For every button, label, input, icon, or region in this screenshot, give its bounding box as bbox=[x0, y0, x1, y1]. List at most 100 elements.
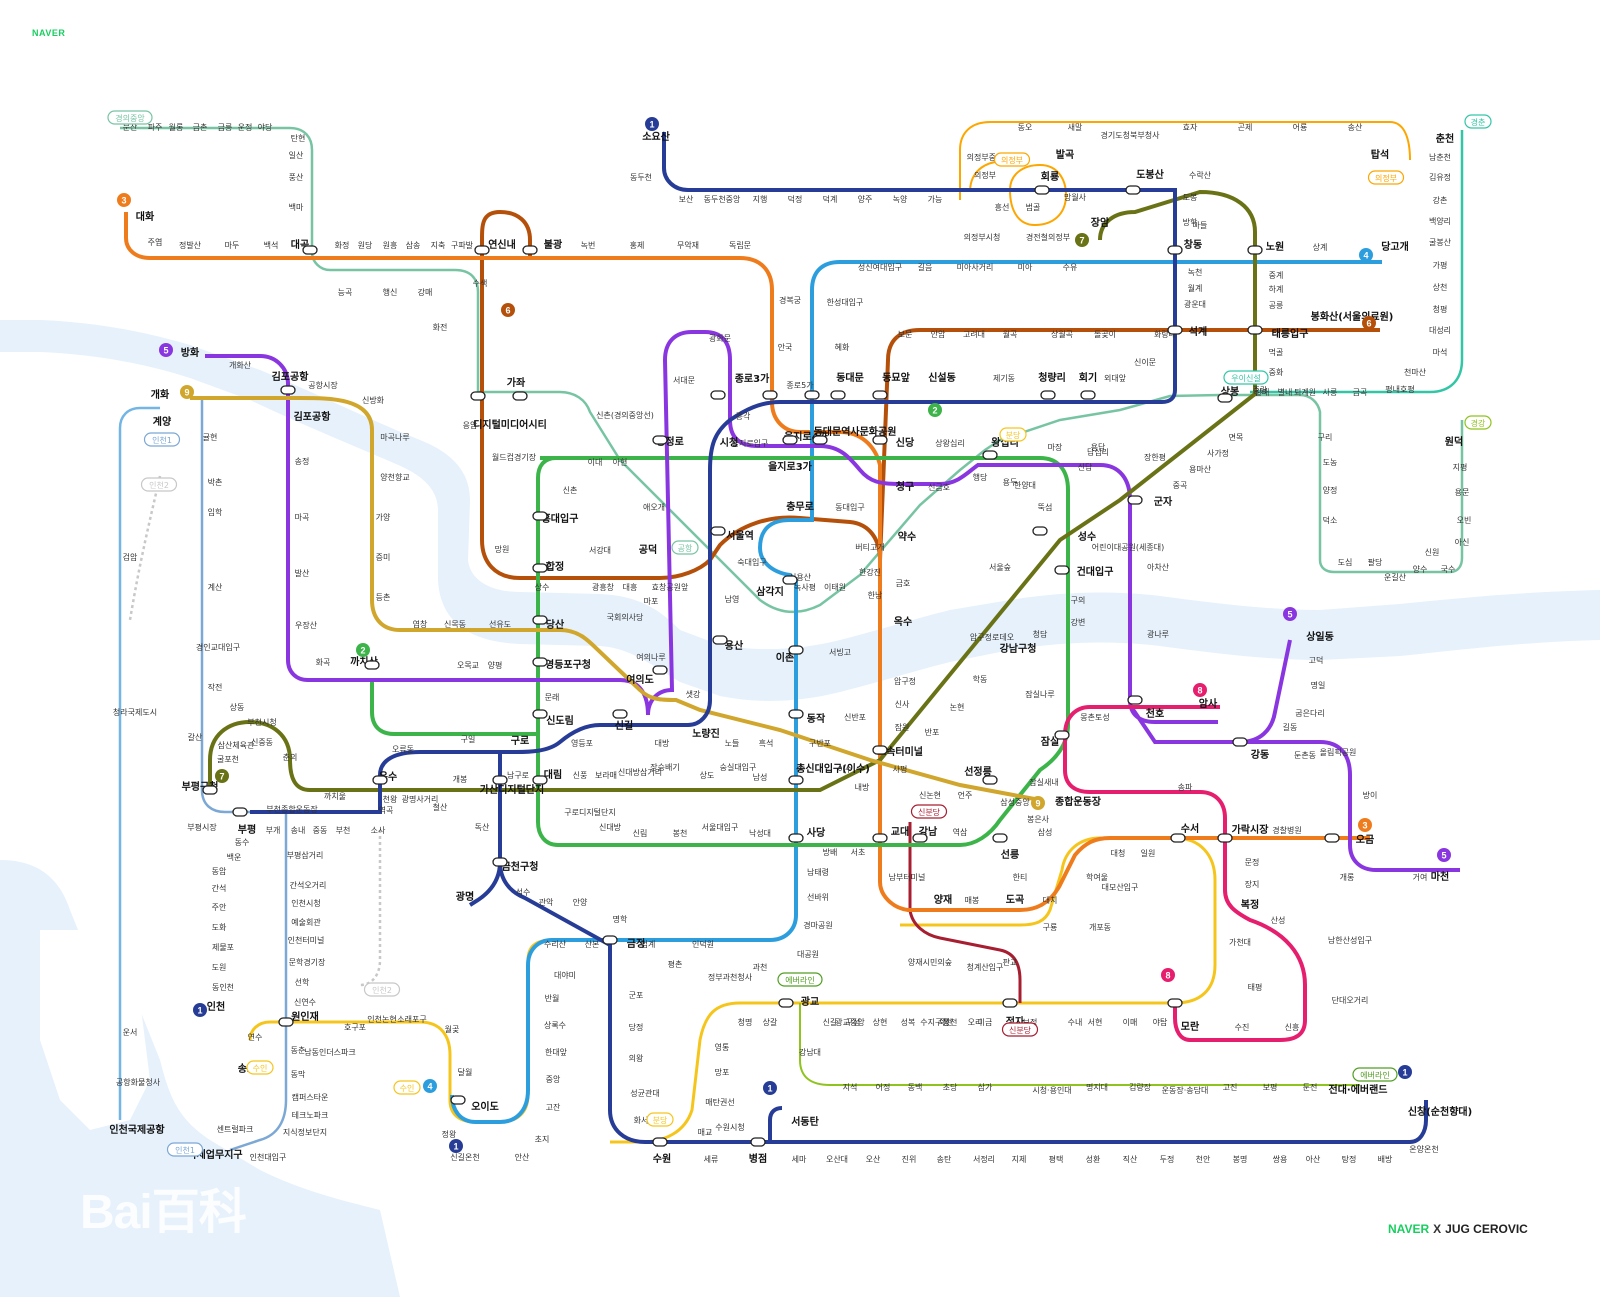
station-label-bangbae[interactable]: 방배 bbox=[823, 847, 838, 857]
station-label-omokgyo[interactable]: 오목교 bbox=[457, 661, 479, 670]
station-label-handae[interactable]: 한대앞 bbox=[545, 1047, 568, 1057]
station-label-munhak[interactable]: 문학경기장 bbox=[289, 957, 326, 967]
station-label-gongdeok[interactable]: 공덕 bbox=[639, 543, 657, 556]
station-label-guseong[interactable]: 구성 bbox=[846, 1018, 861, 1027]
station-label-sanseong[interactable]: 산성 bbox=[1271, 915, 1286, 925]
station-label-jungnang[interactable]: 중랑 bbox=[1253, 385, 1268, 395]
transfer-station-marker[interactable] bbox=[532, 615, 548, 625]
station-label-madeul[interactable]: 마들 bbox=[1193, 221, 1208, 230]
station-label-bupyeong-samgeori[interactable]: 부평삼거리 bbox=[287, 850, 324, 860]
station-label-onyang[interactable]: 온양온천 bbox=[1409, 1144, 1438, 1154]
station-label-yeouido[interactable]: 여의도 bbox=[626, 673, 654, 686]
station-label-nakseongdae[interactable]: 낙성대 bbox=[749, 828, 771, 838]
station-label-taepyeong[interactable]: 태평 bbox=[1248, 982, 1263, 992]
station-label-wolgot[interactable]: 월곶 bbox=[445, 1024, 460, 1034]
station-label-beomgol[interactable]: 범골 bbox=[1026, 202, 1041, 212]
station-label-isu[interactable]: 이수 bbox=[838, 764, 853, 774]
station-label-baengma[interactable]: 백마 bbox=[289, 202, 304, 212]
station-label-airport-cargo[interactable]: 공항화물청사 bbox=[116, 1078, 161, 1087]
transfer-station-marker[interactable] bbox=[1054, 565, 1070, 575]
station-label-seodaemun[interactable]: 서대문 bbox=[673, 376, 695, 385]
station-label-geoyeo[interactable]: 거여 bbox=[1413, 872, 1428, 882]
station-label-hwaseo[interactable]: 화서 bbox=[634, 1116, 649, 1125]
station-label-konkuk[interactable]: 건대입구 bbox=[1077, 565, 1114, 578]
transfer-station-marker[interactable] bbox=[872, 745, 888, 755]
station-label-seoulnatuniv[interactable]: 서울대입구 bbox=[702, 823, 739, 832]
station-label-jinwi[interactable]: 진위 bbox=[902, 1154, 917, 1164]
station-label-gimyujeong[interactable]: 김유정 bbox=[1429, 172, 1451, 182]
station-label-sarung[interactable]: 사릉 bbox=[1323, 388, 1338, 397]
station-label-olympic[interactable]: 올림픽공원 bbox=[1320, 747, 1357, 757]
station-label-guryong[interactable]: 구룡 bbox=[1043, 923, 1058, 932]
station-label-beomgye[interactable]: 범계 bbox=[641, 939, 656, 949]
station-label-jangji[interactable]: 장지 bbox=[1245, 879, 1260, 889]
station-label-yangsu[interactable]: 양수 bbox=[1413, 565, 1428, 574]
station-label-wollong[interactable]: 월롱 bbox=[169, 122, 184, 132]
station-label-express-bus[interactable]: 고속터미널 bbox=[877, 745, 923, 758]
station-label-ttukseom[interactable]: 뚝섬 bbox=[1038, 502, 1053, 512]
station-label-chongshin[interactable]: 총신대입구(이수) bbox=[796, 762, 870, 775]
station-label-mullae[interactable]: 문래 bbox=[545, 693, 560, 702]
station-label-wolgye[interactable]: 월계 bbox=[1188, 283, 1203, 293]
station-label-yongmasan[interactable]: 용마산 bbox=[1189, 464, 1212, 474]
station-label-campus-town[interactable]: 캠퍼스타운 bbox=[292, 1092, 329, 1102]
station-label-mangpo[interactable]: 망포 bbox=[715, 1067, 730, 1077]
station-label-wolgok[interactable]: 월곡 bbox=[1003, 329, 1018, 339]
station-label-dobongsan[interactable]: 도봉산 bbox=[1136, 168, 1164, 181]
station-label-seonjeongneung[interactable]: 선정릉 bbox=[964, 765, 992, 778]
station-label-unseo[interactable]: 운서 bbox=[123, 1028, 138, 1037]
station-label-madu[interactable]: 마두 bbox=[225, 241, 240, 250]
station-label-gojan[interactable]: 고잔 bbox=[546, 1102, 561, 1112]
station-label-saetgang[interactable]: 샛강 bbox=[686, 689, 701, 699]
station-label-donong[interactable]: 도농 bbox=[1323, 458, 1338, 467]
station-label-ilsan[interactable]: 일산 bbox=[289, 150, 304, 160]
station-label-sindaebang[interactable]: 신대방 bbox=[599, 822, 622, 832]
transfer-station-marker[interactable] bbox=[232, 807, 248, 817]
transfer-station-marker[interactable] bbox=[710, 526, 726, 536]
transfer-station-marker[interactable] bbox=[830, 390, 846, 400]
station-label-banpo[interactable]: 반포 bbox=[925, 728, 940, 737]
station-label-sinbanghwa[interactable]: 신방화 bbox=[362, 395, 385, 405]
station-label-yeonsinnae[interactable]: 연신내 bbox=[488, 238, 516, 251]
transfer-station-marker[interactable] bbox=[474, 245, 490, 255]
station-label-central-park[interactable]: 센트럴파크 bbox=[217, 1124, 254, 1134]
station-label-bugae[interactable]: 부개 bbox=[266, 825, 281, 835]
transfer-station-marker[interactable] bbox=[912, 833, 928, 843]
station-label-unjeong[interactable]: 운정 bbox=[238, 122, 253, 132]
station-label-sindaebang3[interactable]: 신대방삼거리 bbox=[618, 767, 662, 777]
station-label-ganeung[interactable]: 가능 bbox=[928, 195, 943, 204]
station-label-jiseok[interactable]: 지석 bbox=[843, 1082, 858, 1092]
station-label-sapyeong[interactable]: 사평 bbox=[893, 764, 908, 774]
station-label-oido[interactable]: 오이도 bbox=[471, 1100, 499, 1113]
transfer-station-marker[interactable] bbox=[1170, 833, 1186, 843]
station-label-incheon-terminal[interactable]: 인천터미널 bbox=[288, 935, 325, 945]
station-label-suji[interactable]: 수지구청 bbox=[920, 1018, 949, 1027]
station-label-geumneung[interactable]: 금릉 bbox=[218, 123, 233, 132]
transfer-station-marker[interactable] bbox=[470, 391, 486, 401]
station-label-munsan[interactable]: 문산 bbox=[123, 122, 138, 132]
station-label-technopark[interactable]: 테크노파크 bbox=[292, 1111, 329, 1120]
station-label-tanhyeon[interactable]: 탄현 bbox=[291, 133, 306, 143]
transfer-station-marker[interactable] bbox=[532, 775, 548, 785]
station-label-oryu[interactable]: 오류동 bbox=[392, 745, 414, 754]
station-label-seohyeon[interactable]: 서현 bbox=[1088, 1018, 1103, 1027]
transfer-station-marker[interactable] bbox=[202, 785, 218, 795]
station-label-sinsa[interactable]: 신사 bbox=[895, 700, 910, 709]
station-label-samseong-jungang[interactable]: 삼성중앙 bbox=[1000, 797, 1030, 807]
station-label-bomun[interactable]: 보문 bbox=[898, 330, 913, 339]
station-label-apgujeong-rodeo[interactable]: 압구정로데오 bbox=[970, 632, 1014, 642]
transfer-station-marker[interactable] bbox=[1040, 390, 1056, 400]
station-label-saemal[interactable]: 새말 bbox=[1068, 123, 1083, 132]
station-label-seolleung[interactable]: 선릉 bbox=[1001, 848, 1019, 861]
station-label-achasan[interactable]: 아차산 bbox=[1147, 562, 1170, 572]
station-label-garak[interactable]: 가락시장 bbox=[1232, 823, 1270, 836]
station-label-ansan[interactable]: 안산 bbox=[515, 1152, 530, 1162]
station-label-seonyudo[interactable]: 선유도 bbox=[489, 620, 511, 629]
station-label-kkachiul[interactable]: 까치울 bbox=[324, 792, 346, 801]
station-label-hangangjin[interactable]: 한강진 bbox=[859, 567, 881, 577]
station-label-guui[interactable]: 구의 bbox=[1071, 595, 1086, 605]
station-label-haengsin[interactable]: 행신 bbox=[383, 287, 398, 297]
station-label-anam[interactable]: 안암 bbox=[931, 329, 946, 339]
station-label-choji[interactable]: 초지 bbox=[535, 1135, 550, 1144]
station-label-baebang[interactable]: 배방 bbox=[1378, 1154, 1393, 1164]
